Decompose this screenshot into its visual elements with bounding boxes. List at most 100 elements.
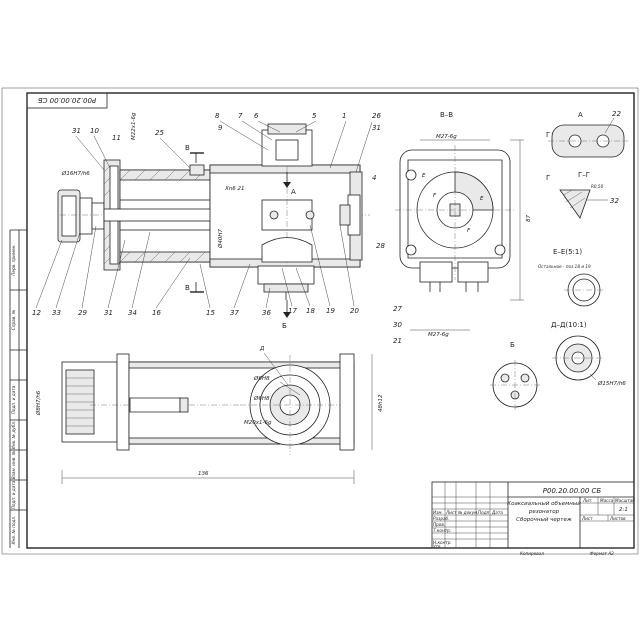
part-labels-bottom: 12 33 29 31 34 16 15 37 36 17 18 19 20	[32, 307, 359, 317]
dim-xn6: Xn6 21	[224, 186, 245, 192]
role-0: Разраб.	[433, 516, 449, 521]
rev-head-1: Лист	[445, 510, 457, 515]
section-ee-title: Е–Е(5:1)	[553, 248, 582, 256]
part-labels-top: 31 10 11 25 8 7 6 5 1 26 31 9	[72, 112, 381, 142]
part-label: 30	[393, 321, 402, 329]
strip-label-2: Справ. №	[11, 309, 16, 330]
section-arrow-b: Б	[282, 322, 287, 330]
dim-136: 136	[198, 471, 209, 477]
section-arrow-v-top: В	[185, 144, 190, 152]
part-label: 34	[128, 309, 137, 317]
dim-d8: Ø8Н7/h6	[35, 390, 42, 416]
part-label: 33	[52, 309, 61, 317]
part-label: 27	[393, 305, 402, 313]
role-1: Пров.	[433, 522, 445, 527]
section-gg-title: Г–Г	[578, 171, 590, 179]
part-label: 5	[312, 112, 317, 120]
dim-d15: Ø15Н7/h6	[597, 380, 626, 387]
part-label: 12	[32, 309, 41, 317]
copied-label: Копировал	[520, 551, 544, 556]
sheets-label: Листов	[609, 516, 626, 521]
dim-m20: М20x1-6g	[244, 420, 272, 426]
top-drawing-code: Р00.20.00.00 СБ	[38, 96, 97, 104]
scale-value: 2:1	[619, 507, 628, 513]
strip-label-5: Взам. инв. №	[11, 450, 16, 479]
rev-head-2: № докум.	[457, 510, 479, 515]
title-code: Р00.20.00.00 СБ	[543, 487, 602, 495]
strip-label-3: Подп. и дата	[11, 385, 16, 414]
part-label: 7	[238, 112, 243, 120]
part-label: 6	[254, 112, 259, 120]
part-label: 16	[152, 309, 161, 317]
title-name-1: Коаксиальный объемный	[507, 501, 581, 507]
dim-m27-top: М27-6g	[436, 134, 457, 140]
view-b: Б	[490, 341, 540, 410]
part-label: 25	[155, 129, 164, 137]
part-label: 10	[90, 127, 99, 135]
section-vv-view: В–В 87 М27-6g М27-6g Е F F Е	[395, 111, 532, 338]
dim-48: 48h12	[378, 394, 384, 412]
paper-edge	[1, 87, 639, 555]
sheet-label: Лист	[581, 516, 593, 521]
title-block: Р00.20.00.00 СБ Коаксиальный объемный ре…	[431, 481, 635, 556]
rev-head-3: Подп.	[478, 510, 491, 515]
dim-r05: R0,50	[591, 184, 604, 189]
dim-22: 22	[612, 110, 621, 118]
dim-87: 87	[526, 215, 532, 222]
rev-head-4: Дата	[491, 510, 503, 515]
dim-m22: М22x1-6g	[131, 112, 137, 140]
section-mark-e2: Е	[480, 196, 484, 202]
dim-d16: Ø16Н7/h6	[61, 170, 90, 177]
cut-g-bottom: Г	[546, 174, 550, 182]
dim-d40: Ø40Н7	[217, 229, 224, 249]
elevation-view: 136 48h12 Ø8Н7/h6 Ø6Н8 Ø6Н8 М20x1-6g Д	[35, 346, 384, 484]
dim-d6h8-a: Ø6Н8	[253, 375, 270, 382]
section-dd-title: Д–Д(10:1)	[551, 321, 587, 329]
part-label: 20	[350, 307, 359, 315]
leader-lines	[35, 120, 373, 309]
scale-head: Масштаб	[615, 498, 635, 503]
strip-label-1: Перв. примен.	[11, 244, 16, 275]
view-b-title: Б	[510, 341, 515, 349]
title-name-3: Сборочный чертеж	[516, 517, 572, 523]
part-label: 31	[72, 127, 81, 135]
section-dd-view: Д–Д(10:1) Ø15Н7/h6	[551, 321, 626, 387]
section-ee-view: Е–Е(5:1) Остальное - поз.18 и 19	[538, 248, 604, 307]
view-a: А Г Г 22	[546, 110, 628, 182]
strip-label-4: Инв. № дубл.	[11, 421, 16, 450]
part-label: 31	[372, 124, 381, 132]
section-mark-f: F	[433, 193, 437, 199]
part-label: 4	[372, 174, 376, 182]
role-2: Т.контр.	[433, 528, 451, 533]
strip-label-6: Подп. и дата	[11, 480, 16, 509]
part-label: 21	[393, 337, 402, 345]
part-label: 17	[288, 307, 297, 315]
cut-g-top: Г	[546, 131, 550, 139]
title-name-2: резонатор	[528, 509, 560, 515]
rev-head-0: Изм.	[433, 510, 443, 515]
part-label: 19	[326, 307, 335, 315]
part-label: 1	[342, 112, 346, 120]
part-label: 15	[206, 309, 215, 317]
part-label: 26	[372, 112, 381, 120]
section-gg-view: Г–Г R0,50 32	[559, 171, 619, 219]
part-label: 31	[104, 309, 113, 317]
section-vv-title: В–В	[440, 111, 453, 119]
part-labels-right: 4 28	[372, 174, 385, 250]
mass-head: Масса	[600, 498, 614, 503]
part-label: 11	[112, 134, 121, 142]
top-code-box: Р00.20.00.00 СБ	[26, 92, 108, 109]
section-mark-f2: F	[467, 228, 471, 234]
part-label: 8	[215, 112, 220, 120]
lit-head: Лит.	[582, 498, 593, 503]
part-label: 37	[230, 309, 239, 317]
format-label: Формат А2	[590, 551, 614, 556]
dim-32: 32	[610, 197, 619, 205]
role-4: Н.контр.	[433, 540, 452, 545]
dim-m27-bottom: М27-6g	[428, 332, 449, 338]
part-label: 28	[376, 242, 385, 250]
section-arrow-v-bottom: В	[185, 284, 190, 292]
part-label: 36	[262, 309, 271, 317]
main-section-view	[57, 123, 370, 318]
